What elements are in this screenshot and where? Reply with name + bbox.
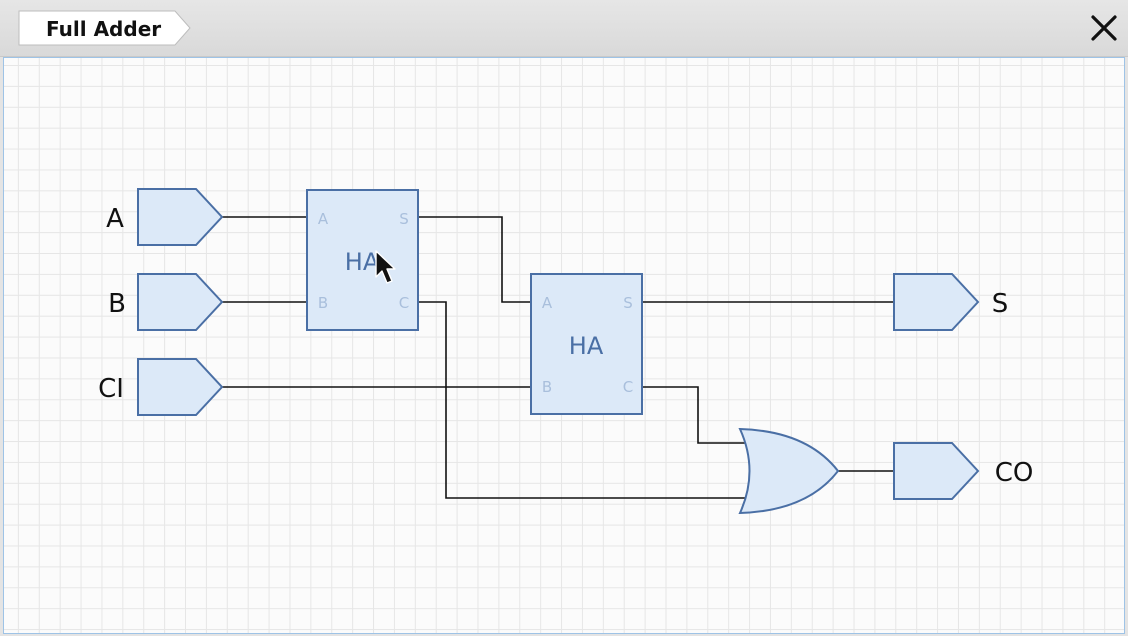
output-pin-co[interactable]: CO <box>893 442 1034 500</box>
wire-ha1-s-to-ha2 <box>418 216 531 303</box>
output-label-co: CO <box>995 458 1034 488</box>
port-label-s: S <box>623 294 633 312</box>
output-pin-s[interactable]: S <box>893 273 1009 331</box>
wire-ha2-c-to-or <box>642 386 749 444</box>
input-label-b: B <box>108 289 126 319</box>
port-label-a: A <box>318 210 329 228</box>
input-label-ci: CI <box>98 374 124 404</box>
wires <box>222 216 894 499</box>
input-pin-b[interactable]: B <box>108 273 224 331</box>
close-icon[interactable] <box>1088 12 1120 44</box>
port-label-s: S <box>399 210 409 228</box>
input-pin-a[interactable]: A <box>106 188 224 246</box>
title-bar: Full Adder <box>0 0 1128 57</box>
input-label-a: A <box>106 204 124 234</box>
port-label-c: C <box>623 378 633 396</box>
port-label-c: C <box>399 294 409 312</box>
half-adder-1[interactable]: A S B C HA <box>306 189 419 331</box>
half-adder-label: HA <box>345 248 380 276</box>
output-label-s: S <box>992 289 1009 319</box>
half-adder-label: HA <box>569 332 604 360</box>
mouse-pointer-icon <box>375 250 396 284</box>
port-label-b: B <box>542 378 552 396</box>
circuit-diagram: A B CI A S B C HA A S B C HA <box>98 188 1034 515</box>
half-adder-2[interactable]: A S B C HA <box>530 273 643 415</box>
circuit-canvas[interactable]: A B CI A S B C HA A S B C HA <box>3 57 1125 634</box>
or-gate[interactable] <box>738 427 840 515</box>
tab-shape <box>18 10 191 46</box>
port-label-b: B <box>318 294 328 312</box>
input-pin-ci[interactable]: CI <box>98 358 224 416</box>
port-label-a: A <box>542 294 553 312</box>
wire-ha1-c-to-or <box>418 301 749 499</box>
tab-label: Full Adder <box>46 17 162 41</box>
